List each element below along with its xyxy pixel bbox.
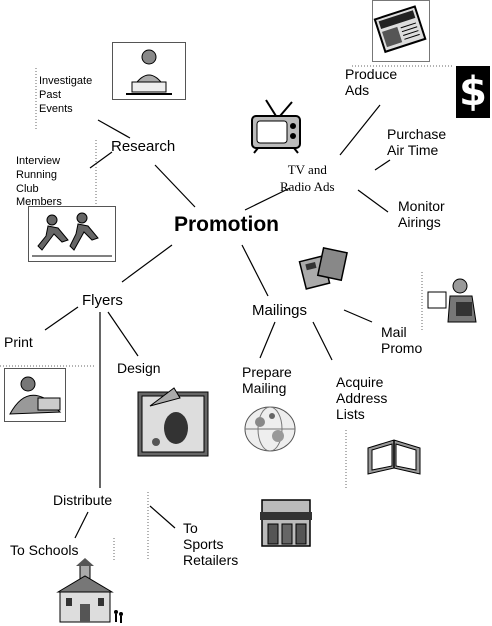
edge-flyers-print bbox=[44, 306, 79, 331]
node-print: Print bbox=[4, 334, 33, 350]
edge-tvradio-purchase bbox=[374, 159, 391, 171]
node-prepare-mailing: Prepare Mailing bbox=[242, 364, 292, 396]
edge-distribute-retailers bbox=[149, 505, 176, 529]
node-to-schools: To Schools bbox=[10, 542, 79, 558]
newspaper-icon bbox=[372, 0, 430, 62]
edge-research-investigate bbox=[97, 119, 131, 139]
node-mail-promo: Mail Promo bbox=[381, 324, 422, 356]
node-tv-radio-ads: TV and Radio Ads bbox=[280, 162, 335, 196]
node-mailings: Mailings bbox=[252, 302, 308, 319]
investigate-line-1: Investigate bbox=[39, 75, 93, 87]
tv-icon bbox=[248, 98, 308, 154]
node-purchase-air-time: Purchase Air Time bbox=[387, 126, 446, 158]
address-book-icon bbox=[364, 434, 424, 480]
node-interview-club-members: Interview Running Club Members bbox=[16, 155, 62, 210]
acquire-line-1: Acquire bbox=[336, 374, 384, 390]
mail-promo-line-2: Promo bbox=[381, 340, 423, 357]
produce-line-2: Ads bbox=[345, 82, 370, 99]
edge-mailings-acquire bbox=[312, 321, 333, 361]
edge-flyers-design bbox=[107, 311, 139, 357]
tv-radio-line-2: Radio Ads bbox=[280, 178, 335, 194]
node-flyers: Flyers bbox=[82, 292, 123, 309]
produce-line-1: Produce bbox=[345, 66, 398, 82]
node-distribute: Distribute bbox=[53, 492, 113, 508]
node-acquire-address-lists: Acquire Address Lists bbox=[336, 374, 387, 422]
dollar-icon: $ bbox=[456, 66, 490, 118]
store-icon bbox=[258, 494, 314, 550]
printer-icon bbox=[4, 368, 66, 422]
mail-carrier-icon bbox=[426, 274, 480, 326]
purchase-line-1: Purchase bbox=[387, 126, 447, 142]
globe-icon bbox=[242, 404, 298, 454]
interview-line-2: Running bbox=[16, 168, 57, 181]
edge-research-interview bbox=[89, 151, 113, 169]
letters-icon bbox=[296, 246, 348, 292]
edge-mailings-prepare bbox=[259, 321, 276, 359]
edge-distribute-schools bbox=[74, 511, 89, 539]
dotted-separators bbox=[0, 65, 452, 560]
node-promotion: Promotion bbox=[174, 213, 279, 236]
monitor-line-1: Monitor bbox=[398, 198, 445, 214]
retailers-line-1: To bbox=[183, 520, 198, 536]
node-to-sports-retailers: To Sports Retailers bbox=[183, 520, 238, 568]
prepare-line-2: Mailing bbox=[242, 380, 287, 397]
design-palette-icon bbox=[136, 384, 212, 460]
monitor-line-2: Airings bbox=[398, 214, 441, 231]
edge-promotion-research bbox=[154, 164, 196, 208]
retailers-line-3: Retailers bbox=[183, 552, 239, 569]
prepare-line-1: Prepare bbox=[242, 364, 292, 380]
interview-line-1: Interview bbox=[16, 155, 61, 167]
node-research: Research bbox=[111, 138, 176, 155]
node-produce-ads: Produce Ads bbox=[345, 66, 397, 98]
interview-line-4: Members bbox=[16, 196, 62, 209]
runners-icon bbox=[28, 206, 116, 262]
reading-person-icon bbox=[112, 42, 186, 100]
acquire-line-2: Address bbox=[336, 390, 388, 407]
school-icon bbox=[50, 558, 126, 626]
node-monitor-airings: Monitor Airings bbox=[398, 198, 445, 230]
purchase-line-2: Air Time bbox=[387, 142, 439, 159]
investigate-line-2: Past bbox=[39, 88, 62, 101]
tv-radio-line-1: TV and bbox=[287, 162, 327, 177]
node-design: Design bbox=[117, 360, 161, 376]
acquire-line-3: Lists bbox=[336, 406, 365, 423]
edge-mailings-mailpromo bbox=[343, 309, 373, 323]
edge-promotion-tvradio bbox=[244, 187, 291, 211]
investigate-line-3: Events bbox=[39, 102, 73, 115]
connector-lines bbox=[44, 104, 391, 539]
edge-tvradio-monitor bbox=[357, 189, 389, 213]
mail-promo-line-1: Mail bbox=[381, 324, 407, 340]
node-investigate-past-events: Investigate Past Events bbox=[39, 75, 92, 116]
interview-line-3: Club bbox=[16, 182, 39, 195]
edge-promotion-mailings bbox=[241, 244, 269, 297]
retailers-line-2: Sports bbox=[183, 536, 224, 553]
edge-promotion-flyers bbox=[121, 244, 173, 283]
edge-tvradio-produce bbox=[339, 104, 381, 156]
